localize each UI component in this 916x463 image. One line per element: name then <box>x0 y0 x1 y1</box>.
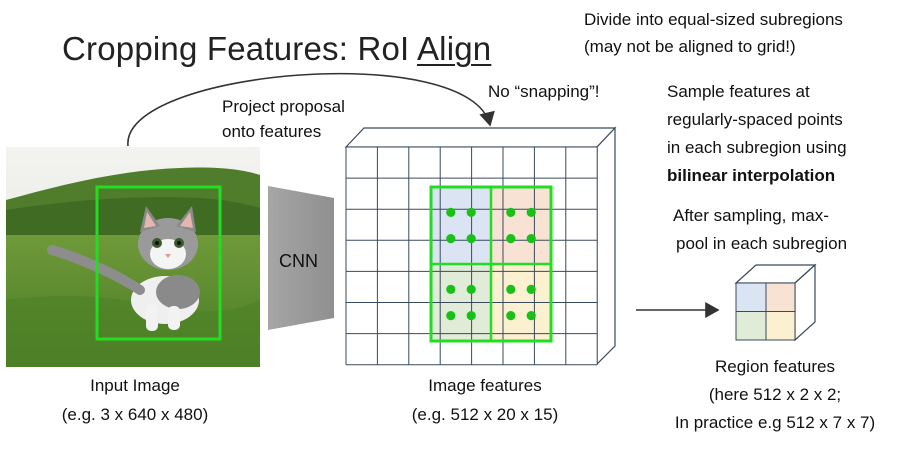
sample-point <box>446 310 456 321</box>
project-note-line1: Project proposal <box>222 97 345 116</box>
sample-note-line1: Sample features at <box>667 82 810 101</box>
region-features-label-line2: (here 512 x 2 x 2; <box>708 385 842 404</box>
sample-point <box>526 207 536 218</box>
project-note-line2: onto features <box>222 122 322 141</box>
divide-note-line1: Divide into equal-sized subregions <box>584 10 843 29</box>
region-cell-yellow <box>765 311 796 341</box>
page-title: Cropping Features: RoI Align <box>62 30 491 68</box>
input-image <box>6 147 260 367</box>
sample-point <box>466 310 476 321</box>
sample-point <box>466 233 476 244</box>
divide-note-line2: (may not be aligned to grid!) <box>584 37 796 56</box>
sample-note-line3: in each subregion using <box>667 138 847 157</box>
region-cell-orange <box>765 282 796 312</box>
subregion-top-right <box>491 187 551 264</box>
cnn-label: CNN <box>279 251 318 271</box>
region-features-label-line3: In practice e.g 512 x 7 x 7) <box>674 413 876 432</box>
sample-point <box>446 207 456 218</box>
subregion-top-left <box>431 187 491 264</box>
input-image-label-line2: (e.g. 3 x 640 x 480) <box>61 405 209 424</box>
sample-point <box>526 284 536 295</box>
feature-top-face <box>344 127 617 148</box>
title-underlined: Align <box>416 30 492 67</box>
after-note-line2: pool in each subregion <box>676 234 848 253</box>
sample-point <box>506 207 516 218</box>
region-cell-green <box>735 311 767 341</box>
sample-point <box>466 207 476 218</box>
feature-side-face <box>596 126 616 366</box>
project-arrow <box>127 72 495 147</box>
cnn-block <box>268 186 334 330</box>
sample-point <box>466 284 476 295</box>
region-cell-blue <box>735 282 767 312</box>
image-features-label-line1: Image features <box>428 376 542 395</box>
title-prefix: Cropping Features: RoI <box>62 30 417 67</box>
image-features-label-line2: (e.g. 512 x 20 x 15) <box>411 405 559 424</box>
sample-point <box>506 310 516 321</box>
proposal-box-input <box>95 185 222 341</box>
sample-point <box>446 284 456 295</box>
region-features-label-line1: Region features <box>714 357 836 376</box>
sample-note-line4: bilinear interpolation <box>667 166 836 185</box>
sample-note-line2: regularly-spaced points <box>667 110 843 129</box>
sample-point <box>526 310 536 321</box>
feature-grid <box>345 146 598 366</box>
input-image-label-line1: Input Image <box>90 376 180 395</box>
after-note-line1: After sampling, max- <box>673 206 829 225</box>
sample-point <box>446 233 456 244</box>
no-snapping-note: No “snapping”! <box>488 82 600 101</box>
sample-point <box>506 233 516 244</box>
sample-point <box>506 284 516 295</box>
sample-point <box>526 233 536 244</box>
region-feature-cube <box>734 263 817 342</box>
